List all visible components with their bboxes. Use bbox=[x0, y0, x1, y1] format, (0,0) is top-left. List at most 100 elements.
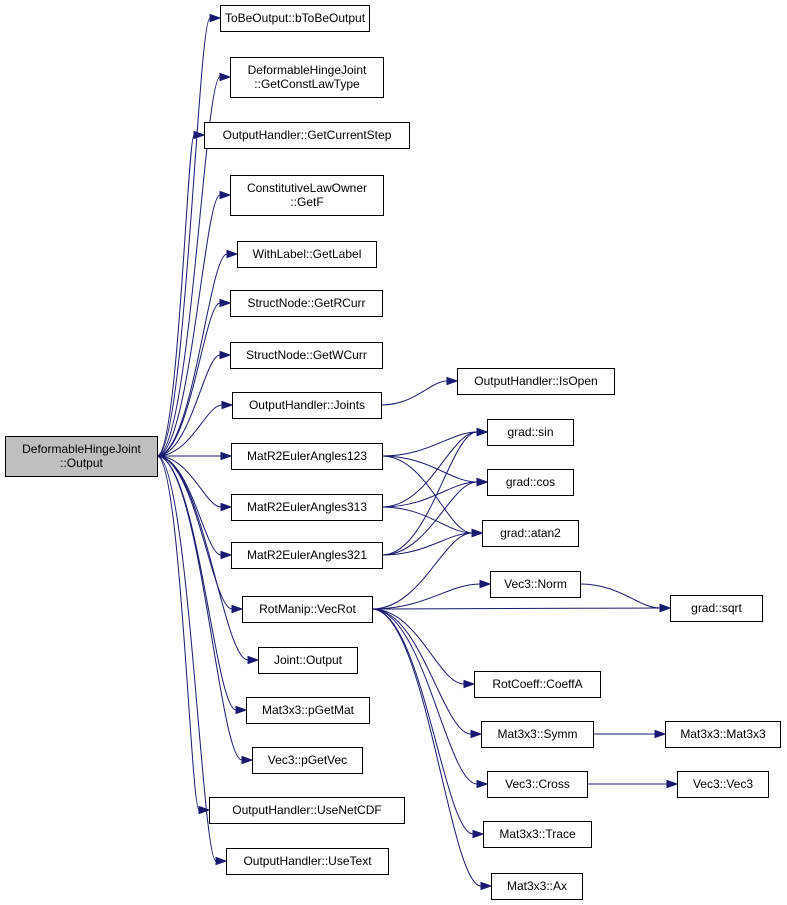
node-label: OutputHandler::UseNetCDF bbox=[232, 803, 381, 817]
node-getf[interactable]: ConstitutiveLawOwner::GetF bbox=[230, 175, 384, 216]
node-label: ::GetConstLawType bbox=[254, 77, 360, 91]
node-box bbox=[230, 342, 383, 369]
edge-joints-to-isopen bbox=[380, 376, 459, 406]
node-box bbox=[474, 671, 601, 698]
node-box bbox=[258, 647, 358, 674]
node-box bbox=[226, 848, 389, 875]
node-vecrot[interactable]: RotManip::VecRot bbox=[242, 596, 373, 623]
node-label: Mat3x3::pGetMat bbox=[262, 703, 355, 717]
node-box bbox=[481, 721, 594, 748]
edge-root-to-usetext bbox=[156, 455, 228, 866]
node-box bbox=[483, 821, 592, 848]
edge-root-to-getlabel bbox=[156, 249, 239, 457]
node-pgetvec[interactable]: Vec3::pGetVec bbox=[252, 747, 363, 774]
node-vec3[interactable]: Vec3::Vec3 bbox=[677, 771, 769, 798]
edge-root-to-pgetvec bbox=[156, 455, 254, 765]
node-box bbox=[246, 697, 370, 724]
node-mat321[interactable]: MatR2EulerAngles321 bbox=[231, 542, 383, 569]
edge-root-to-getrcurr bbox=[156, 298, 232, 457]
node-label: RotCoeff::CoeffA bbox=[492, 677, 582, 691]
node-mat3x3[interactable]: Mat3x3::Mat3x3 bbox=[665, 721, 781, 748]
node-atan2[interactable]: grad::atan2 bbox=[482, 520, 579, 547]
node-label: OutputHandler::Joints bbox=[249, 398, 365, 412]
node-label: Mat3x3::Ax bbox=[507, 879, 567, 893]
node-box bbox=[677, 771, 769, 798]
node-box bbox=[487, 771, 588, 798]
node-box bbox=[204, 122, 410, 149]
node-cos[interactable]: grad::cos bbox=[487, 469, 574, 496]
node-symm[interactable]: Mat3x3::Symm bbox=[481, 721, 594, 748]
edge-root-to-jointoutput bbox=[156, 455, 260, 665]
node-ax[interactable]: Mat3x3::Ax bbox=[491, 873, 583, 900]
node-box bbox=[5, 436, 158, 477]
node-label: grad::cos bbox=[506, 475, 555, 489]
node-box bbox=[665, 721, 781, 748]
edge-vecrot-to-sqrt bbox=[371, 603, 672, 613]
node-label: Mat3x3::Symm bbox=[497, 727, 577, 741]
node-label: RotManip::VecRot bbox=[259, 602, 356, 616]
node-trace[interactable]: Mat3x3::Trace bbox=[483, 821, 592, 848]
node-sqrt[interactable]: grad::sqrt bbox=[670, 595, 763, 622]
node-label: MatR2EulerAngles321 bbox=[247, 548, 367, 562]
node-label: MatR2EulerAngles313 bbox=[247, 500, 367, 514]
node-norm[interactable]: Vec3::Norm bbox=[490, 571, 581, 598]
node-box bbox=[490, 571, 581, 598]
edge-vecrot-to-norm bbox=[371, 579, 492, 610]
node-label: StructNode::GetRCurr bbox=[247, 296, 365, 310]
node-usetext[interactable]: OutputHandler::UseText bbox=[226, 848, 389, 875]
node-label: Vec3::pGetVec bbox=[268, 753, 347, 767]
edge-root-to-mat123 bbox=[157, 451, 233, 461]
node-label: OutputHandler::UseText bbox=[243, 854, 372, 868]
nodes-layer: DeformableHingeJoint::Output ToBeOutput::… bbox=[5, 5, 781, 900]
node-box bbox=[209, 797, 405, 824]
node-label: grad::sin bbox=[507, 425, 553, 439]
node-getcurrentstep[interactable]: OutputHandler::GetCurrentStep bbox=[204, 122, 410, 149]
node-label: OutputHandler::IsOpen bbox=[474, 374, 597, 388]
node-label: Vec3::Cross bbox=[505, 777, 570, 791]
edge-root-to-getwcurr bbox=[156, 350, 232, 457]
edge-root-to-getf bbox=[156, 190, 232, 457]
node-box bbox=[487, 469, 574, 496]
node-root: DeformableHingeJoint::Output bbox=[5, 436, 158, 477]
edge-root-to-usenetcdf bbox=[156, 455, 211, 815]
edge-vecrot-to-cross bbox=[371, 608, 489, 789]
node-coeffa[interactable]: RotCoeff::CoeffA bbox=[474, 671, 601, 698]
node-box bbox=[220, 5, 370, 32]
edge-norm-to-sqrt bbox=[579, 583, 672, 613]
node-label: grad::atan2 bbox=[500, 526, 561, 540]
node-usenetcdf[interactable]: OutputHandler::UseNetCDF bbox=[209, 797, 405, 824]
node-label: MatR2EulerAngles123 bbox=[247, 449, 367, 463]
edge-root-to-getcurrentstep bbox=[156, 130, 206, 457]
node-label: DeformableHingeJoint bbox=[248, 63, 367, 77]
edge-root-to-getconstlawtype bbox=[156, 72, 232, 457]
node-getwcurr[interactable]: StructNode::GetWCurr bbox=[230, 342, 383, 369]
node-isopen[interactable]: OutputHandler::IsOpen bbox=[457, 368, 615, 395]
node-label: Joint::Output bbox=[274, 653, 343, 667]
node-getrcurr[interactable]: StructNode::GetRCurr bbox=[230, 290, 383, 317]
node-box bbox=[487, 419, 574, 446]
node-box bbox=[482, 520, 579, 547]
edge-mat123-to-cos bbox=[381, 455, 489, 487]
node-label: DeformableHingeJoint bbox=[22, 442, 141, 456]
edge-vecrot-to-symm bbox=[371, 608, 483, 739]
node-mat123[interactable]: MatR2EulerAngles123 bbox=[231, 443, 383, 470]
node-getlabel[interactable]: WithLabel::GetLabel bbox=[237, 241, 377, 268]
edge-root-to-mat313 bbox=[156, 455, 233, 512]
node-mat313[interactable]: MatR2EulerAngles313 bbox=[231, 494, 383, 521]
edge-root-to-tobeoutput bbox=[156, 13, 222, 457]
node-box bbox=[242, 596, 373, 623]
node-sin[interactable]: grad::sin bbox=[487, 419, 574, 446]
node-label: grad::sqrt bbox=[691, 601, 742, 615]
node-pgetmat[interactable]: Mat3x3::pGetMat bbox=[246, 697, 370, 724]
node-cross[interactable]: Vec3::Cross bbox=[487, 771, 588, 798]
node-getconstlawtype[interactable]: DeformableHingeJoint::GetConstLawType bbox=[230, 57, 384, 98]
node-box bbox=[237, 241, 377, 268]
edge-mat321-to-sin bbox=[381, 427, 489, 556]
edge-symm-to-mat3x3 bbox=[593, 729, 667, 739]
node-tobeoutput[interactable]: ToBeOutput::bToBeOutput bbox=[220, 5, 370, 32]
node-label: Mat3x3::Mat3x3 bbox=[680, 727, 766, 741]
node-jointoutput[interactable]: Joint::Output bbox=[258, 647, 358, 674]
node-label: ConstitutiveLawOwner bbox=[247, 181, 367, 195]
node-joints[interactable]: OutputHandler::Joints bbox=[232, 392, 382, 419]
